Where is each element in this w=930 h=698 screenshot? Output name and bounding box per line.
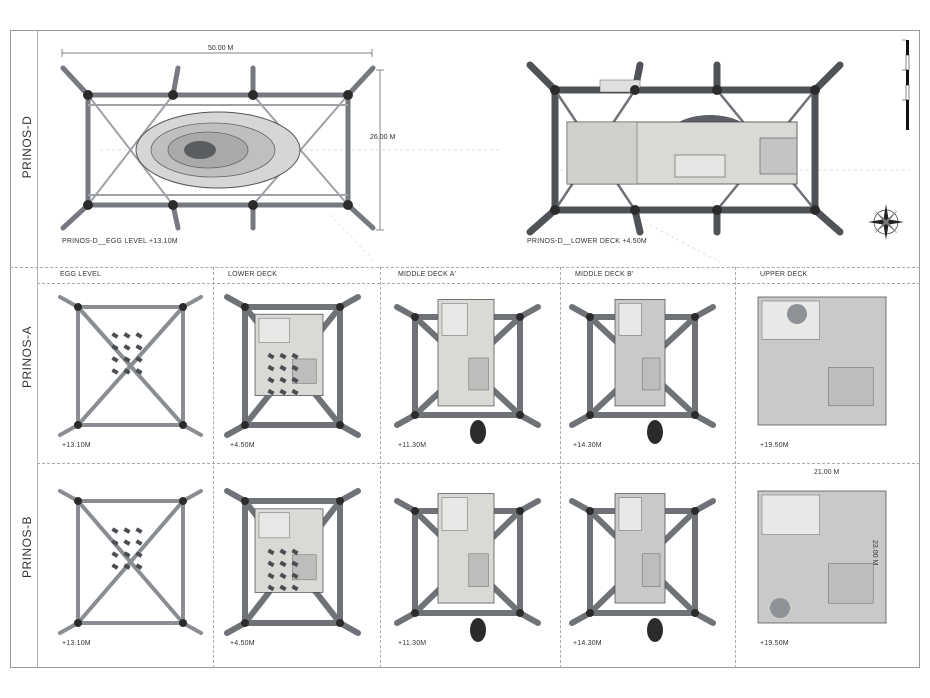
prinos-b-level-middle-a: +11.30M bbox=[398, 640, 427, 647]
col-divider-2 bbox=[380, 267, 381, 668]
col-divider-1 bbox=[213, 267, 214, 668]
prinos-a-level-lower: +4.50M bbox=[230, 442, 255, 449]
header-divider bbox=[37, 283, 920, 284]
prinos-b-level-lower: +4.50M bbox=[230, 640, 255, 647]
b-upper-helipad bbox=[770, 598, 790, 618]
col-header-lower-deck: LOWER DECK bbox=[228, 271, 278, 278]
a-middle-a-leg bbox=[470, 420, 486, 444]
col-divider-3 bbox=[560, 267, 561, 668]
a-egg-supports bbox=[111, 332, 143, 375]
col-divider-4 bbox=[735, 267, 736, 668]
b-upper-width-dimension-label: 21.00 M bbox=[814, 469, 840, 476]
prinos-b-level-upper: +19.50M bbox=[760, 640, 789, 647]
b-egg-supports bbox=[111, 527, 143, 570]
prinos-d-egg-caption: PRINOS-D__EGG LEVEL +13.10M bbox=[62, 238, 178, 245]
b-upper-depth-dimension-label: 23.00 M bbox=[871, 540, 878, 566]
prinos-a-level-middle-a: +11.30M bbox=[398, 442, 427, 449]
prinos-b-level-egg: +13.10M bbox=[62, 640, 91, 647]
row-label-divider bbox=[37, 30, 38, 668]
prinos-d-lower-deck-plan bbox=[526, 61, 844, 236]
b-egg-frame bbox=[58, 489, 203, 635]
a-lower-supports bbox=[267, 352, 299, 396]
b-middle-a-deck bbox=[437, 493, 495, 604]
a-middle-b-leg bbox=[647, 420, 663, 444]
prinos-b-level-middle-b: +14.30M bbox=[573, 640, 602, 647]
b-lower-deck bbox=[254, 508, 324, 593]
drawing-sheet bbox=[10, 30, 920, 668]
a-middle-b-deck bbox=[614, 299, 666, 407]
prinos-a-level-middle-b: +14.30M bbox=[573, 442, 602, 449]
col-header-egg-level: EGG LEVEL bbox=[60, 271, 102, 278]
a-lower-deck bbox=[254, 313, 324, 396]
b-middle-b-leg bbox=[647, 618, 663, 642]
col-header-upper-deck: UPPER DECK bbox=[760, 271, 808, 278]
width-dimension-label: 50.00 M bbox=[208, 45, 234, 52]
col-header-middle-deck-a: MIDDLE DECK A' bbox=[398, 271, 457, 278]
scale-bar-icon bbox=[902, 39, 910, 130]
prinos-a-level-egg: +13.10M bbox=[62, 442, 91, 449]
b-lower-supports bbox=[267, 548, 299, 592]
prinos-a-level-upper: +19.50M bbox=[760, 442, 789, 449]
a-upper-helipad bbox=[787, 304, 807, 324]
prinos-d-lower-caption: PRINOS-D__LOWER DECK +4.50M bbox=[527, 238, 647, 245]
prinos-d-egg-level-plan bbox=[60, 65, 376, 231]
col-header-middle-deck-b: MIDDLE DECK B' bbox=[575, 271, 634, 278]
a-egg-frame bbox=[58, 295, 203, 437]
row-divider-top bbox=[10, 267, 920, 268]
compass-rose-icon bbox=[868, 204, 904, 240]
b-middle-a-leg bbox=[470, 618, 486, 642]
a-middle-a-deck bbox=[437, 299, 495, 407]
row-divider-middle bbox=[37, 463, 920, 464]
b-middle-b-deck bbox=[614, 493, 666, 604]
depth-dimension-label: 26.00 M bbox=[370, 134, 396, 141]
